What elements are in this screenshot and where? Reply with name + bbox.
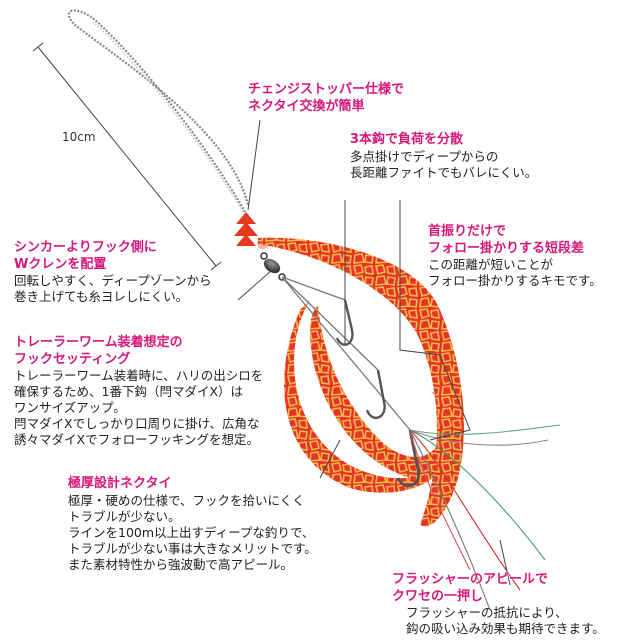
necktie-line-5: また素材特性から強波動で高アピール。 <box>68 556 294 572</box>
three-hooks-heading: 3本鈎で負荷を分散 <box>350 132 464 147</box>
short-step-heading-2: フォロー掛かりする短段差 <box>428 240 585 256</box>
trailer-line-1: トレーラーワーム装着時に、ハリの出シロを <box>14 368 264 384</box>
trailer-callout: トレーラーワーム装着想定の フックセッティング トレーラーワーム装着時に、ハリの… <box>14 335 263 448</box>
flasher-heading-1: フラッシャーのアピールで <box>392 572 549 587</box>
flasher-heading-2: クワセの一押し <box>392 588 484 604</box>
hooks <box>281 276 420 488</box>
necktie-line-1: 極厚・硬めの仕様で、フックを拾いにくく <box>68 492 305 508</box>
necktie-line-4: トラブルが少ない事は大きなメリットです。 <box>68 540 317 556</box>
trailer-line-5: 誘々マダイXでフォローフッキングを想定。 <box>14 432 259 448</box>
swivel <box>260 252 286 281</box>
flasher-callout: フラッシャーのアピールで クワセの一押し フラッシャーの抵抗により、 鈎の吸い込… <box>392 572 605 637</box>
flasher-strands <box>409 424 561 611</box>
flasher-line-2: 鈎の吸い込み効果も期待できます。 <box>406 621 605 637</box>
sinker-line-1: 回転しやすく、ディープゾーンから <box>14 273 212 289</box>
assist-line <box>67 9 250 213</box>
sinker-heading-1: シンカーよりフック側に <box>14 240 157 255</box>
three-hooks-line-1: 多点掛けでディープからの <box>350 148 499 164</box>
trailer-heading-1: トレーラーワーム装着想定の <box>14 335 183 350</box>
short-step-heading-1: 首振りだけで <box>428 224 507 239</box>
sinker-line-2: 巻き上げても糸ヨレしにくい。 <box>14 289 189 305</box>
short-step-line-1: この距離が短いことが <box>428 257 554 273</box>
measure-line <box>32 42 222 271</box>
trailer-heading-2: フックセッティング <box>14 351 131 367</box>
change-stopper-heading-2: ネクタイ交換が簡単 <box>248 98 365 114</box>
leader-lines <box>237 119 511 586</box>
change-stopper-heading-1: チェンジストッパー仕様で <box>248 82 405 97</box>
flasher-line-1: フラッシャーの抵抗により、 <box>406 605 568 621</box>
necktie-skirt <box>258 237 464 527</box>
necktie-line-3: ラインを100m以上出すディープな釣りで、 <box>68 524 315 540</box>
trailer-line-4: 閂マダイXでしっかり口周りに掛け、広角な <box>14 416 260 432</box>
measure-label: 10cm <box>62 126 96 146</box>
necktie-line-2: トラブルが少ない。 <box>68 508 181 524</box>
necktie-heading: 極厚設計ネクタイ <box>68 476 172 491</box>
three-hooks-callout: 3本鈎で負荷を分散 多点掛けでディープからの 長距離ファイトでもバレにくい。 <box>350 132 537 181</box>
short-step-line-2: フォロー掛かりするキモです。 <box>428 273 602 289</box>
trailer-line-3: ワンサイズアップ。 <box>14 400 126 416</box>
three-hooks-line-2: 長距離ファイトでもバレにくい。 <box>350 164 538 180</box>
change-stopper-callout: チェンジストッパー仕様で ネクタイ交換が簡単 <box>248 82 404 115</box>
trailer-line-2: 確保するため、1番下鈎（閂マダイX）は <box>14 384 244 400</box>
sinker-callout: シンカーよりフック側に Wクレンを配置 回転しやすく、ディープゾーンから 巻き上… <box>14 240 212 305</box>
short-step-callout: 首振りだけで フォロー掛かりする短段差 この距離が短いことが フォロー掛かりする… <box>428 224 602 289</box>
sinker-heading-2: Wクレンを配置 <box>14 256 107 272</box>
necktie-callout: 極厚設計ネクタイ 極厚・硬めの仕様で、フックを拾いにくく トラブルが少ない。 ラ… <box>68 476 317 573</box>
measure-text: 10cm <box>62 130 96 144</box>
